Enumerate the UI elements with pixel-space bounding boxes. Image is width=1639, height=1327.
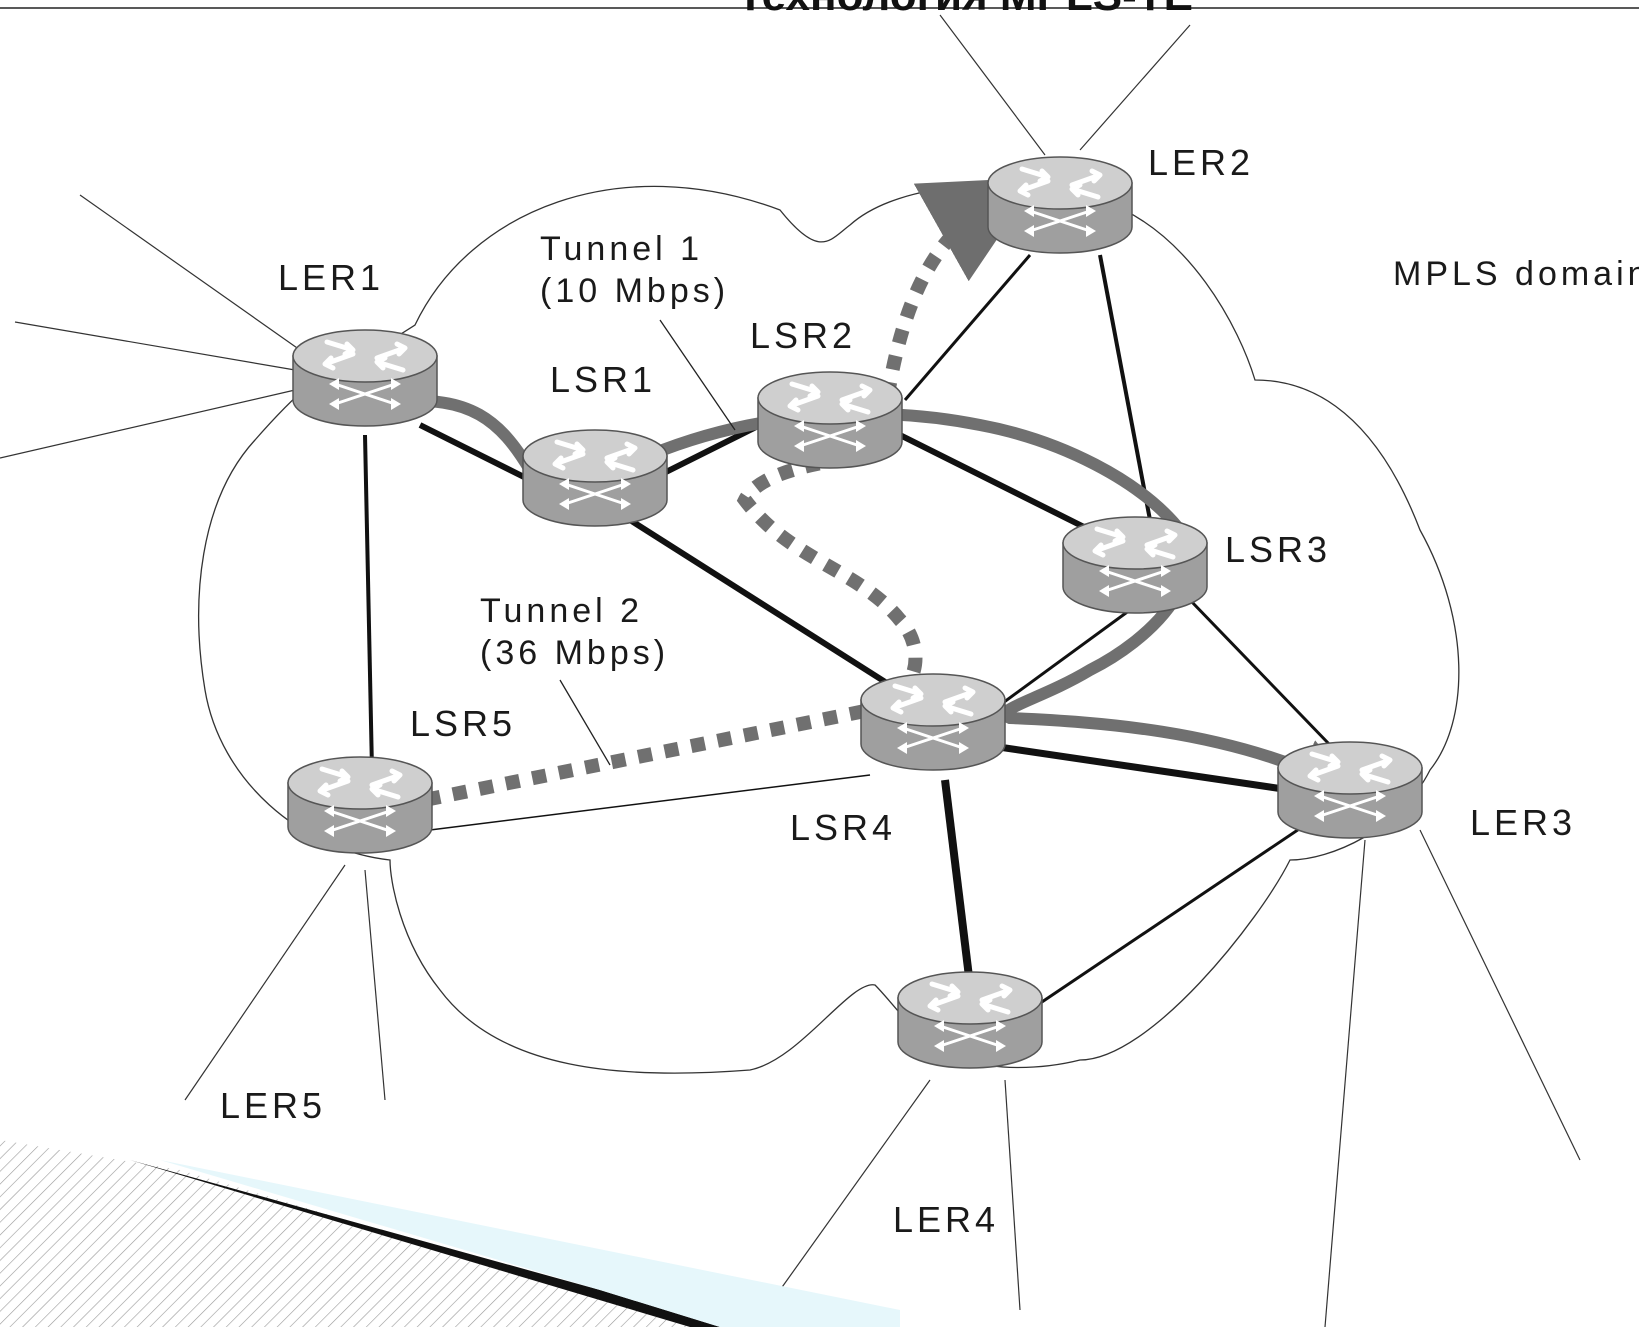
tunnel-1-bandwidth: (10 Mbps) [540,272,729,310]
router-LER1[interactable] [293,330,437,426]
label-LER3: LER3 [1470,802,1576,843]
label-LSR2: LSR2 [750,315,856,356]
tunnel-2-bandwidth: (36 Mbps) [480,634,669,672]
router-LSR1[interactable] [523,430,667,526]
router-LSR4[interactable] [861,674,1005,770]
network-links [363,254,1332,1012]
router-LSR2[interactable] [758,372,902,468]
label-LER2: LER2 [1148,142,1254,183]
router-LSR5[interactable] [288,757,432,853]
tunnel-2-path [398,177,1039,812]
tunnel-2-leader [559,679,611,766]
label-LER4: LER4 [893,1199,999,1240]
mpls-domain-label: MPLS domain [1393,255,1639,293]
label-LER5: LER5 [220,1085,326,1126]
label-LSR5: LSR5 [410,703,516,744]
router-LER2[interactable] [988,157,1132,253]
label-LSR4: LSR4 [790,807,896,848]
access-lines [0,14,1581,1327]
router-LER3[interactable] [1278,742,1422,838]
tunnel-1-leader [659,319,736,431]
slide-title: Технология MPLS-TE [737,0,1193,20]
label-LSR3: LSR3 [1225,529,1331,570]
router-LER4[interactable] [898,972,1042,1068]
tunnel-1-name: Tunnel 1 [540,230,703,268]
label-LER1: LER1 [278,257,384,298]
router-LSR3[interactable] [1063,517,1207,613]
tunnel-2-name: Tunnel 2 [480,592,643,630]
label-LSR1: LSR1 [550,359,656,400]
footer-decoration [0,1140,900,1327]
